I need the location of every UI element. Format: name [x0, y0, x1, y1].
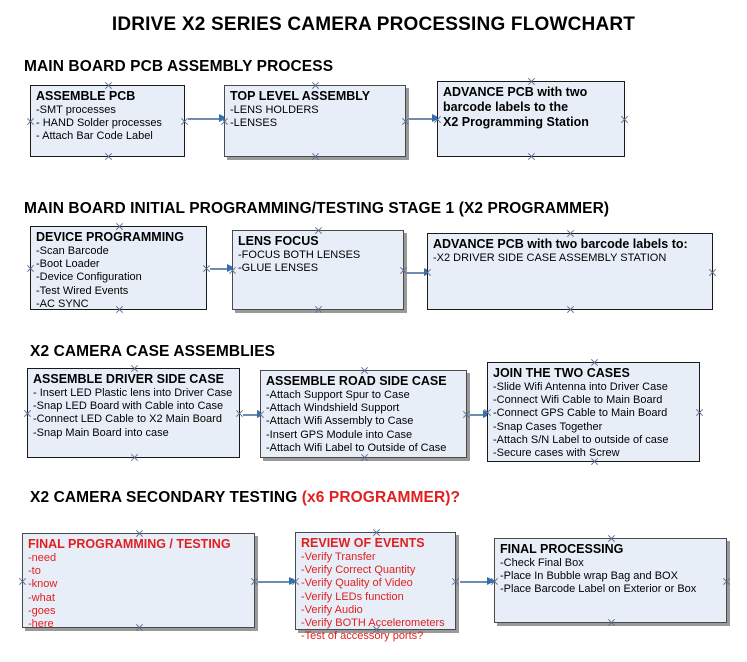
node-line: -GLUE LENSES — [238, 262, 319, 275]
node-line: -Snap Cases Together — [493, 420, 603, 433]
section-header-4: X2 CAMERA SECONDARY TESTING (x6 PROGRAMM… — [30, 489, 460, 507]
node-line: -Attach Windshield Support — [266, 402, 400, 415]
node-line: - HAND Solder processes — [36, 117, 162, 130]
connection-handle-left[interactable] — [26, 117, 35, 126]
node-line: -Test Wired Events — [36, 284, 129, 297]
connection-handle-right[interactable] — [708, 268, 717, 277]
node-line: -LENS HOLDERS — [230, 104, 319, 116]
node-line: barcode labels to the — [443, 100, 569, 114]
node-line: -Connect LED Cable to X2 Main Board — [33, 413, 222, 426]
node-line: -Place In Bubble wrap Bag and BOX — [500, 570, 678, 583]
node-line: -FOCUS BOTH LENSES — [238, 249, 361, 261]
node-title: ASSEMBLE ROAD SIDE CASE — [266, 374, 447, 388]
page-title: IDRIVE X2 SERIES CAMERA PROCESSING FLOWC… — [111, 14, 636, 35]
node-title: REVIEW OF EVENTS — [301, 536, 425, 550]
node-line: -Verify LEDs function — [301, 590, 404, 603]
section-header-4-accent: (x6 PROGRAMMER)? — [301, 489, 461, 506]
arrow-assemble-pcb-to-top-level — [188, 114, 227, 123]
node-title: ADVANCE PCB with two — [443, 85, 588, 99]
node-line: -Place Barcode Label on Exterior or Box — [500, 583, 697, 596]
node-final-processing[interactable]: FINAL PROCESSING -Check Final Box -Place… — [494, 538, 727, 623]
node-advance-pcb-driver-side[interactable]: ADVANCE PCB with two barcode labels to: … — [427, 233, 713, 310]
node-line-overflow: -Test of accessory ports? — [301, 630, 424, 643]
node-assemble-driver-side-case[interactable]: ASSEMBLE DRIVER SIDE CASE - Insert LED P… — [27, 368, 240, 458]
node-line: -LENSES — [230, 117, 278, 130]
connection-handle-bottom[interactable] — [607, 618, 616, 627]
node-title: FINAL PROCESSING — [500, 542, 624, 556]
node-title: ASSEMBLE DRIVER SIDE CASE — [33, 372, 225, 386]
node-title: LENS FOCUS — [238, 234, 319, 248]
arrow-device-programming-to-lens-focus — [210, 264, 235, 273]
connection-handle-left[interactable] — [18, 577, 27, 586]
connection-handle-bottom[interactable] — [314, 305, 323, 314]
node-line: -Attach Support Spur to Case — [266, 389, 410, 401]
section-header-3: X2 CAMERA CASE ASSEMBLIES — [30, 343, 276, 360]
node-assemble-road-side-case[interactable]: ASSEMBLE ROAD SIDE CASE -Attach Support … — [260, 370, 467, 458]
node-title: ASSEMBLE PCB — [36, 89, 136, 103]
node-line: -Check Final Box — [500, 557, 584, 569]
node-line: -Snap Main Board into case — [33, 426, 169, 439]
arrow-top-level-to-advance-pcb — [409, 114, 440, 123]
node-line: X2 Programming Station — [443, 115, 589, 129]
node-advance-pcb-station[interactable]: ADVANCE PCB with two barcode labels to t… — [437, 81, 625, 157]
node-line: -Verify BOTH Accelerometers — [301, 617, 445, 630]
node-line: -need — [28, 552, 57, 564]
node-line: -Secure cases with Screw — [493, 447, 620, 460]
node-line: -Attach Wifi Assembly to Case — [266, 415, 414, 428]
node-join-the-two-cases[interactable]: JOIN THE TWO CASES -Slide Wifi Antenna i… — [487, 362, 700, 462]
node-line: -AC SYNC — [36, 297, 89, 310]
node-line: -to — [28, 565, 41, 578]
node-line: -Attach Wifi Label to Outside of Case — [266, 441, 447, 454]
section-header-4-text: X2 CAMERA SECONDARY TESTING — [30, 489, 302, 506]
connection-handle-right[interactable] — [722, 577, 731, 586]
node-line: -Connect GPS Cable to Main Board — [493, 407, 668, 420]
node-line: -here — [28, 618, 54, 631]
node-assemble-pcb[interactable]: ASSEMBLE PCB -SMT processes - HAND Solde… — [30, 85, 185, 157]
section-header-1: MAIN BOARD PCB ASSEMBLY PROCESS — [24, 58, 334, 75]
node-line: -Boot Loader — [36, 258, 100, 271]
connection-handle-right[interactable] — [620, 115, 629, 124]
section-header-2: MAIN BOARD INITIAL PROGRAMMING/TESTING S… — [24, 200, 610, 217]
node-line: - Attach Bar Code Label — [36, 130, 153, 143]
node-line: -SMT processes — [36, 104, 116, 116]
node-line: -know — [28, 578, 58, 591]
node-device-programming[interactable]: DEVICE PROGRAMMING -Scan Barcode -Boot L… — [30, 226, 207, 310]
connection-handle-left[interactable] — [23, 409, 32, 418]
node-title: ADVANCE PCB with two barcode labels to: — [433, 237, 688, 251]
connection-handle-bottom[interactable] — [130, 453, 139, 462]
node-line: -Slide Wifi Antenna into Driver Case — [493, 381, 668, 393]
connection-handle-bottom[interactable] — [104, 152, 113, 161]
arrow-review-to-final-processing — [460, 577, 495, 586]
node-line: -Verify Audio — [301, 603, 363, 616]
node-line: -Scan Barcode — [36, 245, 109, 257]
connection-handle-bottom[interactable] — [311, 152, 320, 161]
node-lens-focus[interactable]: LENS FOCUS -FOCUS BOTH LENSES -GLUE LENS… — [232, 230, 404, 310]
node-title: JOIN THE TWO CASES — [493, 366, 630, 380]
node-review-of-events[interactable]: REVIEW OF EVENTS -Verify Transfer -Verif… — [295, 532, 456, 642]
node-line: -what — [28, 591, 55, 604]
connection-handle-left[interactable] — [26, 264, 35, 273]
node-line: -Insert GPS Module into Case — [266, 428, 413, 441]
node-title: DEVICE PROGRAMMING — [36, 230, 184, 244]
node-title: FINAL PROGRAMMING / TESTING — [28, 537, 231, 551]
connection-handle-bottom[interactable] — [527, 152, 536, 161]
node-line: -Attach S/N Label to outside of case — [493, 433, 669, 446]
node-top-level-assembly[interactable]: TOP LEVEL ASSEMBLY -LENS HOLDERS -LENSES — [224, 85, 406, 157]
node-line: -Verify Correct Quantity — [301, 564, 416, 577]
node-line: -Connect Wifi Cable to Main Board — [493, 394, 663, 407]
node-line: -Verify Transfer — [301, 551, 376, 563]
node-line: -goes — [28, 604, 56, 617]
arrow-final-programming-to-review — [258, 577, 297, 586]
node-title: TOP LEVEL ASSEMBLY — [230, 89, 371, 103]
connection-handle-right[interactable] — [695, 408, 704, 417]
node-line: -Snap LED Board with Cable into Case — [33, 400, 224, 413]
node-line: -Verify Quality of Video — [301, 577, 413, 590]
node-line: - Insert LED Plastic lens into Driver Ca… — [33, 387, 233, 399]
node-line: -Device Configuration — [36, 271, 142, 284]
node-line: -X2 DRIVER SIDE CASE ASSEMBLY STATION — [433, 252, 667, 264]
node-final-programming-testing[interactable]: FINAL PROGRAMMING / TESTING -need -to -k… — [22, 533, 255, 631]
connection-handle-bottom[interactable] — [566, 305, 575, 314]
connection-handle-right[interactable] — [451, 577, 460, 586]
